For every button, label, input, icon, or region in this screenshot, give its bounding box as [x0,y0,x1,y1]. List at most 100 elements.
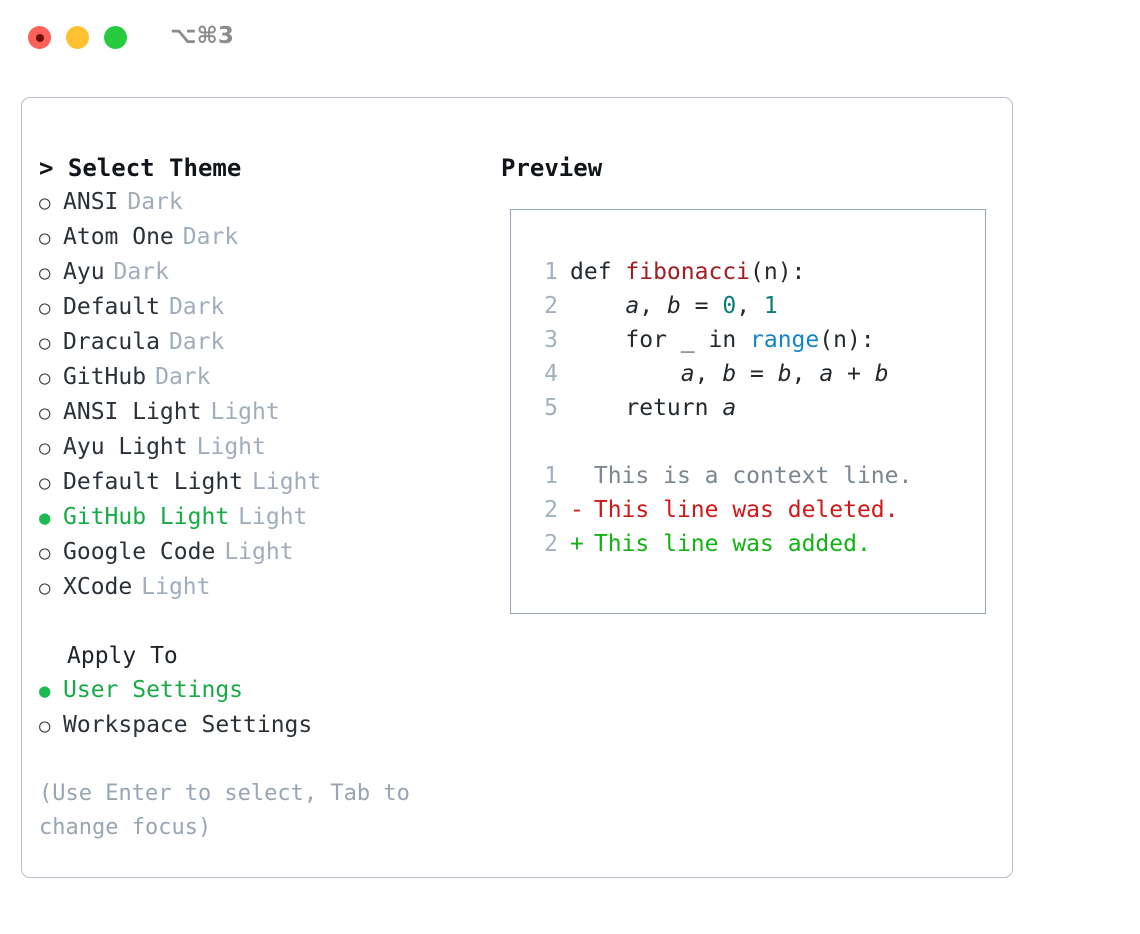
radio-unselected-icon: ○ [39,402,51,424]
code-token-var: b [777,361,792,387]
theme-option-ansi-light[interactable]: ○ ANSI Light Light [39,395,499,430]
code-line: 2 a, b = 0, 1 [526,289,985,323]
code-line-content: for _ in range(n): [570,323,874,357]
theme-option-label: Google Code [63,539,216,565]
diff-sign [570,459,580,493]
close-button[interactable] [28,26,51,49]
code-token-plain: + [833,361,875,387]
apply-to-option-workspace-settings[interactable]: ○Workspace Settings [39,708,499,743]
code-line: 5 return a [526,391,985,425]
apply-to-title: Apply To [67,643,178,669]
keyboard-hint-text: (Use Enter to select, Tab to change focu… [39,781,410,840]
code-token-func: fibonacci [625,259,751,285]
title-bar: ⌥⌘3 [0,0,1140,78]
radio-selected-icon: ● [39,680,51,702]
code-token-plain: return [570,395,723,421]
radio-selected-icon: ● [39,507,51,529]
theme-option-label: GitHub Light [63,504,230,530]
theme-option-variant: Dark [155,364,211,390]
minimize-button[interactable] [66,26,89,49]
preview-title: Preview [501,154,603,182]
theme-option-label: ANSI Light [63,399,202,425]
line-number: 2 [544,531,558,557]
theme-option-variant: Dark [127,189,183,215]
code-token-num: 1 [763,293,778,319]
code-token-plain [570,361,681,387]
theme-option-dracula[interactable]: ○ Dracula Dark [39,325,499,360]
diff-line-text: This is a context line. [593,463,913,489]
zoom-button[interactable] [104,26,127,49]
apply-to-option-user-settings[interactable]: ● User Settings [39,673,499,708]
traffic-light-controls [28,26,127,49]
code-token-plain: (n): [750,259,806,285]
radio-unselected-icon: ○ [39,472,51,494]
apply-to-option-label: User Settings [63,677,244,703]
apply-to-section: Apply To ● User Settings ○Workspace Settin… [39,639,499,743]
theme-option-github-light[interactable]: ● GitHub Light Light [39,500,499,535]
radio-unselected-icon: ○ [39,577,51,599]
radio-unselected-icon: ○ [39,437,51,459]
theme-option-variant: Dark [182,224,239,250]
theme-option-label: Dracula [63,329,160,355]
theme-option-variant: Dark [168,329,225,355]
theme-option-variant: Light [210,399,280,425]
theme-option-label: Default Light [63,469,244,495]
theme-option-label: XCode [63,574,133,600]
radio-unselected-icon: ○ [39,262,51,284]
radio-unselected-icon: ○ [39,715,51,737]
code-line-content: def fibonacci(n): [570,255,805,289]
line-number: 3 [544,327,558,353]
code-line: 4 a, b = b, a + b [526,357,985,391]
diff-line-context: 1 This is a context line. [526,459,985,493]
theme-option-label: ANSI [63,189,119,215]
code-token-var: a [625,293,640,319]
theme-option-variant: Light [224,539,294,565]
radio-unselected-icon: ○ [39,332,51,354]
line-number: 2 [544,497,558,523]
diff-sign: + [570,531,584,557]
line-number: 5 [544,395,558,421]
theme-option-variant: Light [238,504,308,530]
preview-spacer [526,425,985,459]
code-line: 3 for _ in range(n): [526,323,985,357]
code-token-plain: , [791,361,820,387]
diff-line-added: 2+ This line was added. [526,527,985,561]
code-line-content: a, b = b, a + b [570,357,889,391]
code-token-plain: def [570,259,626,285]
diff-line-content: - This line was deleted. [570,493,899,527]
code-token-plain: , [736,293,764,319]
code-token-var: a [680,361,695,387]
code-token-plain: = [680,293,723,319]
recording-dot-icon [35,33,44,42]
theme-option-ansi[interactable]: ○ ANSI Dark [39,185,499,220]
theme-option-variant: Dark [168,294,225,320]
select-theme-header: > Select Theme [39,154,242,182]
radio-unselected-icon: ○ [39,192,51,214]
code-token-var: a [722,395,737,421]
code-token-var: a [819,361,834,387]
diff-line-text: This line was deleted. [593,497,899,523]
code-token-plain [570,293,625,319]
diff-sample-block: 1 This is a context line. 2 - This line wa… [526,459,985,561]
theme-option-label: Default [63,294,160,320]
code-token-plain: , [639,293,667,319]
theme-option-variant: Dark [113,259,169,285]
line-number: 4 [544,361,558,387]
